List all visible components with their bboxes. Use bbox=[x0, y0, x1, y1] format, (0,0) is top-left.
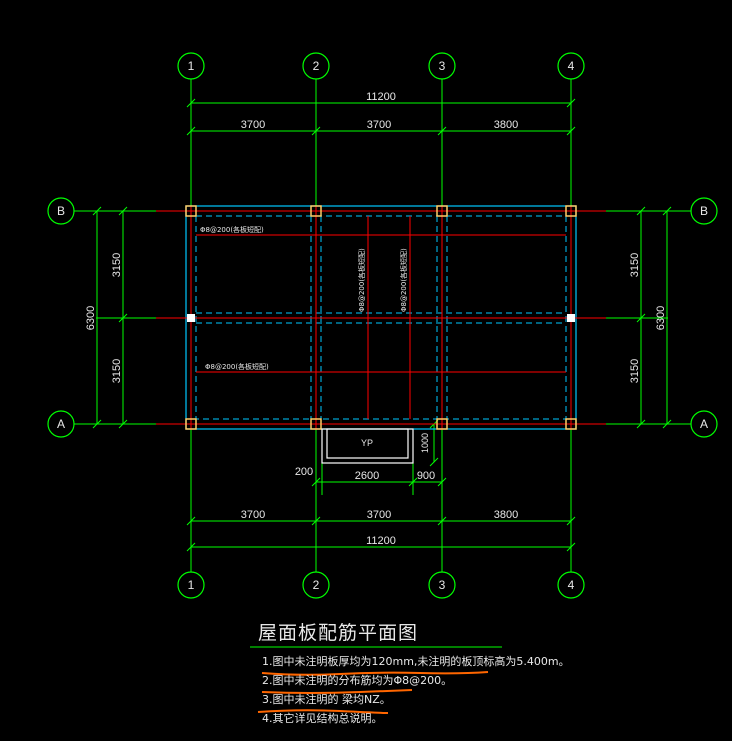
left-bay-dim-2: 3150 bbox=[111, 359, 123, 383]
axis-bottom-2-label: 2 bbox=[313, 578, 320, 592]
axis-left-B-circle bbox=[47, 197, 75, 225]
axis-bottom-4-circle bbox=[557, 571, 585, 599]
canopy-width-dim: 2600 bbox=[355, 470, 379, 482]
left-total-dim: 6300 bbox=[85, 306, 97, 330]
axis-bottom-3-circle bbox=[428, 571, 456, 599]
note-3: 3.图中未注明的 梁均NZ。 bbox=[262, 693, 391, 706]
canopy-outline bbox=[321, 428, 414, 464]
bottom-dimensions bbox=[186, 419, 576, 552]
axis-top-2-label: 2 bbox=[313, 59, 320, 73]
canopy-right-dim: 900 bbox=[417, 470, 435, 482]
right-bay-dim-1: 3150 bbox=[629, 253, 641, 277]
bottom-bay-dim-2: 3700 bbox=[367, 509, 391, 521]
canopy-left-dim: 200 bbox=[295, 466, 313, 478]
rebar-note-top: Φ8@200(各板短配) bbox=[200, 225, 264, 234]
axis-left-A-circle bbox=[47, 410, 75, 438]
top-total-dim: 11200 bbox=[366, 91, 396, 103]
left-dimensions bbox=[92, 206, 128, 429]
right-total-dim: 6300 bbox=[655, 306, 667, 330]
axis-top-4-label: 4 bbox=[568, 59, 575, 73]
bottom-bay-dim-1: 3700 bbox=[241, 509, 265, 521]
note-highlights bbox=[257, 671, 489, 714]
axis-top-4-circle bbox=[557, 52, 585, 80]
right-dimensions bbox=[636, 206, 672, 429]
notes-list: 1.图中未注明板厚均为120mm,未注明的板顶标高为5.400m。 2.图中未注… bbox=[262, 652, 570, 728]
vertical-axis-lines bbox=[190, 79, 572, 572]
canopy-label: YP bbox=[361, 438, 373, 448]
axis-right-A-label: A bbox=[700, 417, 708, 431]
left-bay-dim-1: 3150 bbox=[111, 253, 123, 277]
bottom-bay-dim-3: 3800 bbox=[494, 509, 518, 521]
axis-bottom-1-label: 1 bbox=[188, 578, 195, 592]
right-bay-dim-2: 3150 bbox=[629, 359, 641, 383]
top-bay-dim-1: 3700 bbox=[241, 119, 265, 131]
rebar-lines bbox=[156, 206, 606, 430]
axis-top-2-circle bbox=[302, 52, 330, 80]
rebar-note-mid: Φ8@200(各板短配) bbox=[205, 362, 269, 371]
note-1: 1.图中未注明板厚均为120mm,未注明的板顶标高为5.400m。 bbox=[262, 655, 570, 668]
bottom-total-dim: 11200 bbox=[366, 535, 396, 547]
axis-left-B-label: B bbox=[57, 204, 65, 218]
axis-bottom-2-circle bbox=[302, 571, 330, 599]
axis-left-A-label: A bbox=[57, 417, 65, 431]
axis-right-B-circle bbox=[690, 197, 718, 225]
note-2: 2.图中未注明的分布筋均为Φ8@200。 bbox=[262, 674, 453, 687]
top-bay-dim-3: 3800 bbox=[494, 119, 518, 131]
drawing-title: 屋面板配筋平面图 bbox=[258, 622, 419, 644]
top-dimensions bbox=[186, 98, 576, 136]
axis-bottom-3-label: 3 bbox=[439, 578, 446, 592]
axis-bottom-1-circle bbox=[177, 571, 205, 599]
axis-top-1-label: 1 bbox=[188, 59, 195, 73]
axis-right-A-circle bbox=[690, 410, 718, 438]
note-4: 4.其它详见结构总说明。 bbox=[262, 712, 383, 725]
axis-bottom-4-label: 4 bbox=[568, 578, 575, 592]
axis-right-B-label: B bbox=[700, 204, 708, 218]
axis-top-3-label: 3 bbox=[439, 59, 446, 73]
axis-top-3-circle bbox=[428, 52, 456, 80]
rebar-note-vert-2: Φ8@200(各板短配) bbox=[399, 248, 408, 312]
top-bay-dim-2: 3700 bbox=[367, 119, 391, 131]
axis-top-1-circle bbox=[177, 52, 205, 80]
mid-columns bbox=[187, 314, 575, 322]
columns bbox=[185, 205, 577, 430]
canopy-depth-dim: 1000 bbox=[420, 433, 430, 453]
rebar-note-vert-1: Φ8@200(各板短配) bbox=[357, 248, 366, 312]
